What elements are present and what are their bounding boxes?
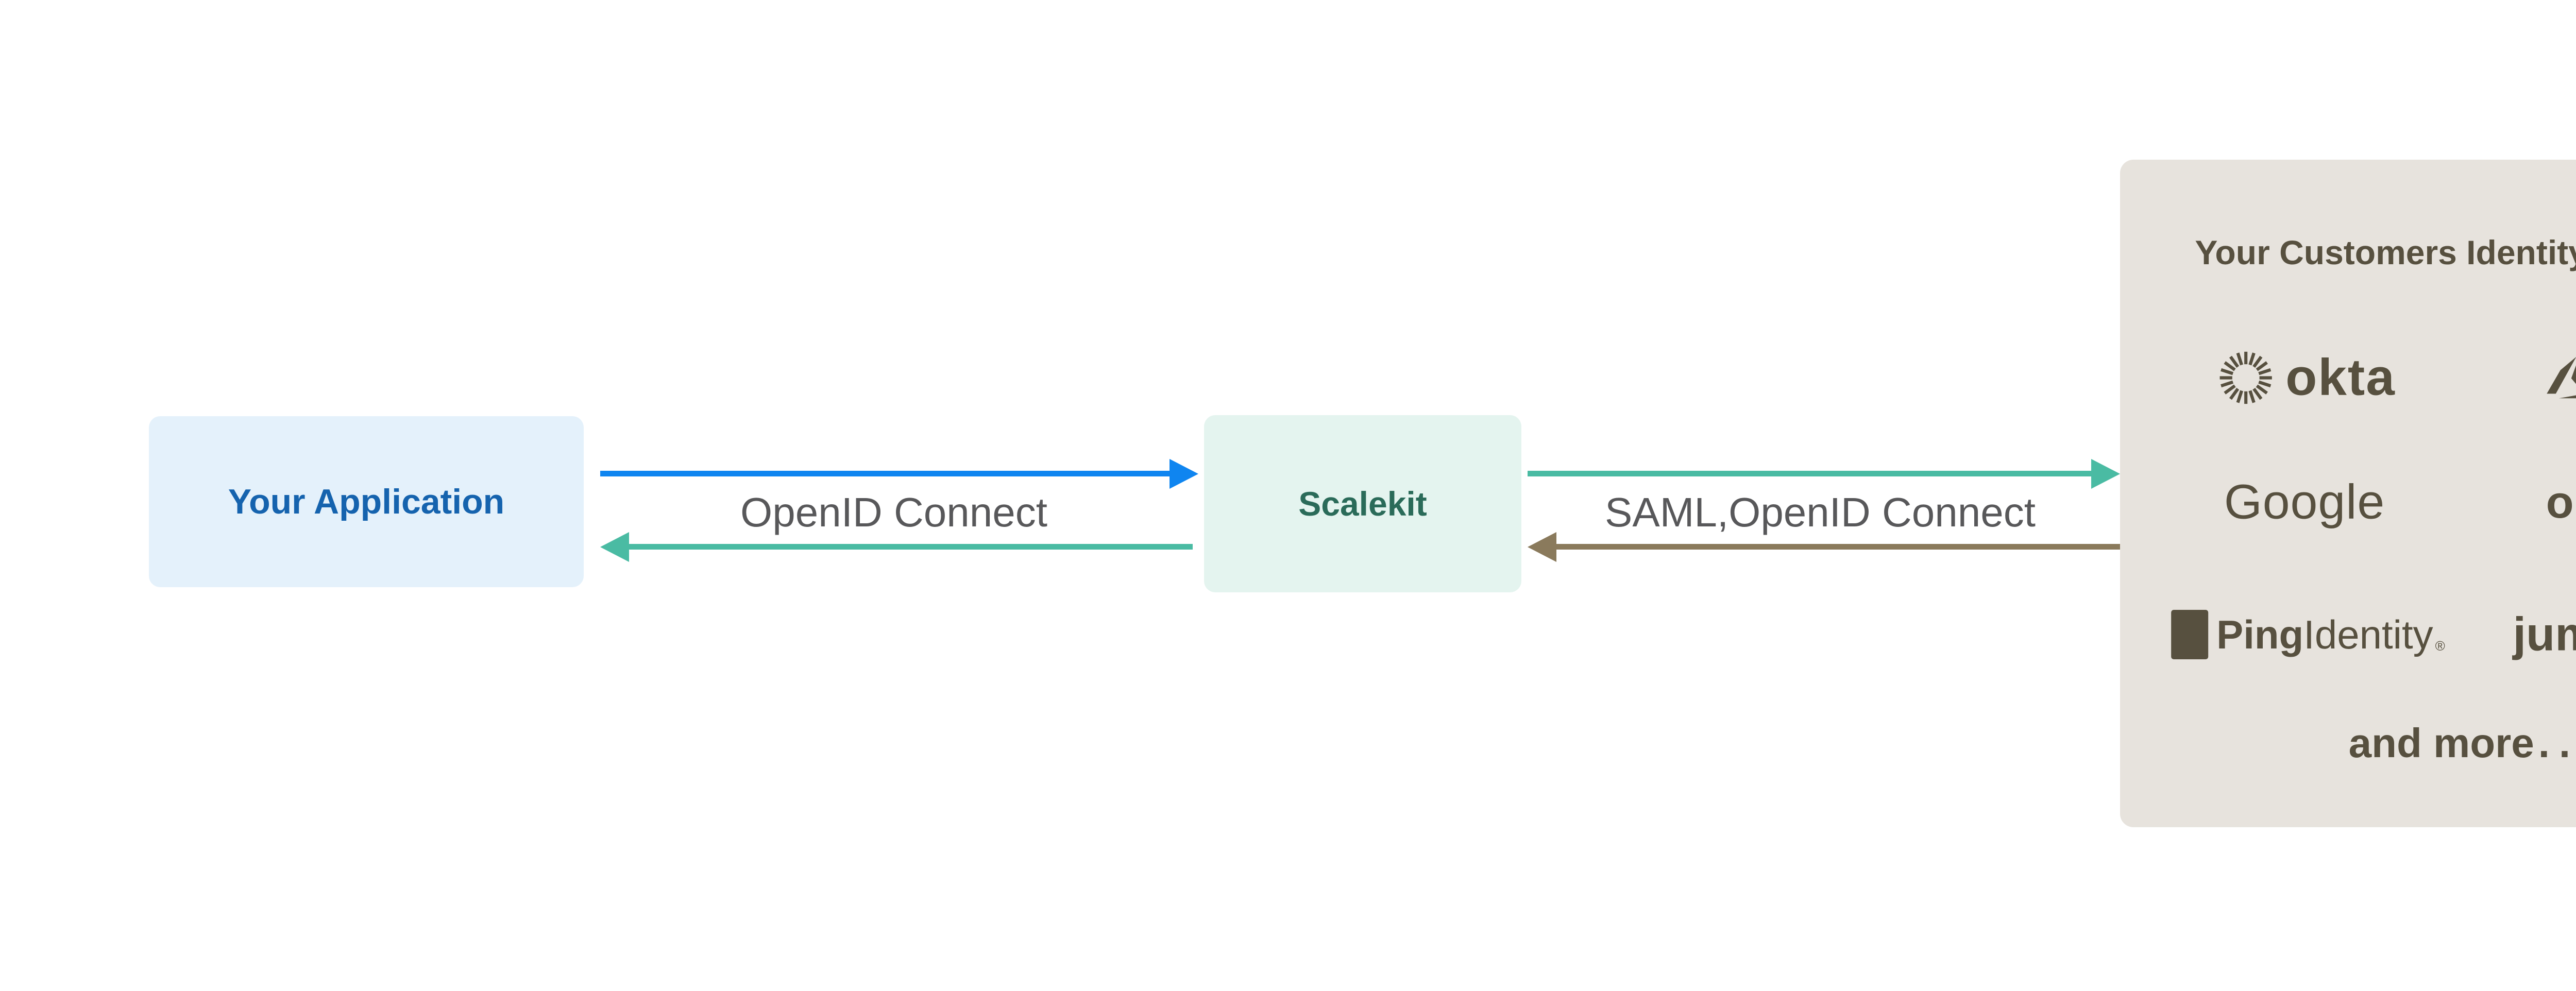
- onelogin-wordmark: onelogin: [2546, 476, 2576, 527]
- pingidentity-square-icon: [2171, 610, 2209, 659]
- and-more-label: and more...: [2349, 720, 2576, 767]
- arrowhead-left-icon: [600, 532, 629, 562]
- jumpcloud-logo: jumpcloud ™: [2513, 608, 2576, 662]
- your-application-label: Your Application: [228, 482, 505, 521]
- ping-bold-text: Ping: [2216, 611, 2304, 657]
- arrowhead-right-icon: [1170, 459, 1198, 489]
- pingidentity-wordmark: PingIdentity: [2216, 611, 2433, 658]
- azure-logo: Azure: [2547, 350, 2576, 405]
- arrow-shaft: [629, 544, 1193, 550]
- identity-providers-panel: Your Customers Identity Providers: [2120, 160, 2576, 827]
- arrowhead-right-icon: [2091, 459, 2120, 489]
- arrow-shaft: [1528, 471, 2092, 476]
- arrow-shaft: [1556, 544, 2120, 550]
- google-wordmark: Google: [2224, 474, 2385, 529]
- jumpcloud-wordmark: jumpcloud: [2513, 608, 2576, 661]
- saml-openid-flow-label: SAML,OpenID Connect: [1605, 489, 2036, 535]
- azure-triangle-icon: [2547, 357, 2576, 399]
- arrow-shaft: [600, 471, 1172, 476]
- scalekit-box: Scalekit: [1204, 415, 1521, 592]
- okta-sunburst-icon: [2219, 351, 2272, 404]
- onelogin-logo: onelogin: [2546, 476, 2576, 528]
- registered-mark: ®: [2435, 638, 2445, 654]
- your-application-box: Your Application: [149, 416, 584, 587]
- identity-providers-title: Your Customers Identity Providers: [2195, 233, 2576, 271]
- pingidentity-logo: PingIdentity ®: [2171, 610, 2445, 659]
- and-more-dots: ...: [2538, 720, 2576, 766]
- okta-logo: okta: [2217, 348, 2396, 407]
- openid-connect-flow-label: OpenID Connect: [740, 489, 1047, 535]
- identity-text: Identity: [2303, 611, 2433, 657]
- okta-wordmark: okta: [2285, 348, 2396, 406]
- arrowhead-left-icon: [1528, 532, 1556, 562]
- and-more-text: and more: [2348, 720, 2534, 766]
- scalekit-label: Scalekit: [1298, 485, 1427, 523]
- google-logo: Google: [2224, 474, 2385, 531]
